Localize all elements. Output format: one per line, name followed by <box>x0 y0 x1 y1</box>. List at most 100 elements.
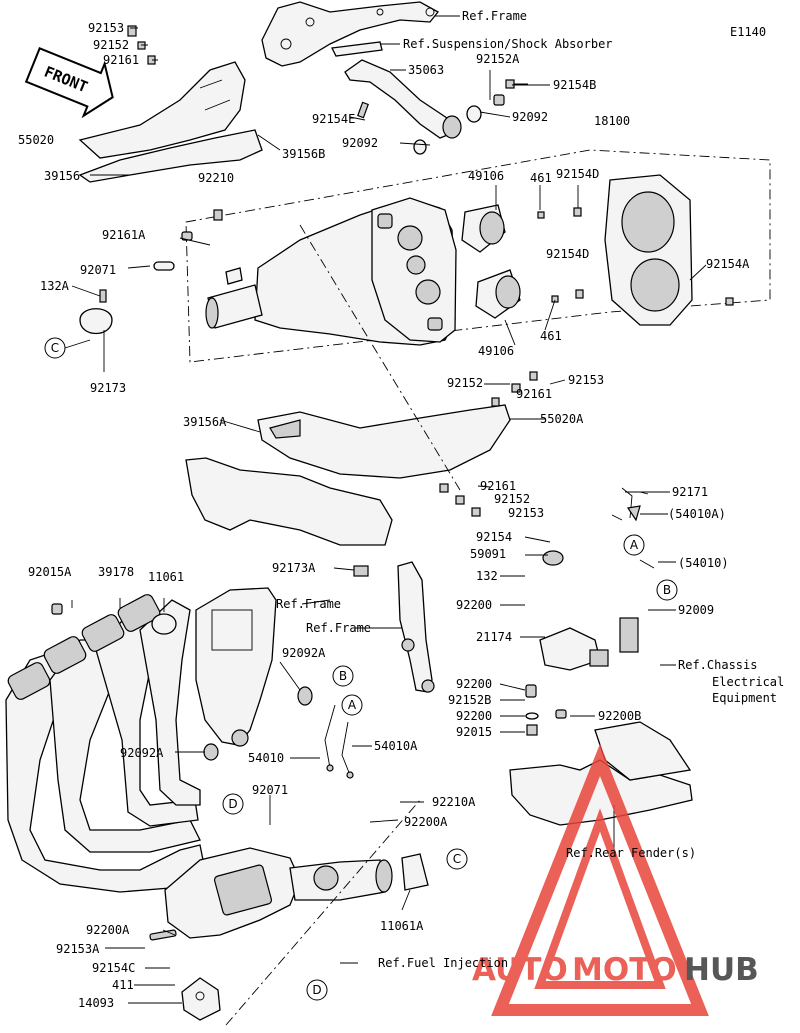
label-49106-a: 49106 <box>468 169 504 183</box>
label-92154D-a: 92154D <box>556 167 599 181</box>
watermark-logo: AUTO MOTO HUB <box>472 743 759 1016</box>
watermark-auto: AUTO <box>472 952 568 988</box>
label-92009: 92009 <box>678 603 714 617</box>
callout-C-lower: C <box>446 848 468 870</box>
label-92200-c: 92200 <box>456 709 492 723</box>
ref-chassis-2: Electrical <box>712 675 784 689</box>
label-92210: 92210 <box>198 171 234 185</box>
ref-rear-fender: Ref.Rear Fender(s) <box>566 846 696 860</box>
label-92015A: 92015A <box>28 565 72 579</box>
label-461-a: 461 <box>530 171 552 185</box>
watermark-hub: HUB <box>684 952 759 988</box>
ref-frame-mid-2: Ref.Frame <box>306 621 371 635</box>
rear-fender-bracket <box>509 617 693 826</box>
label-92152: 92152 <box>93 38 129 52</box>
label-92154D-b: 92154D <box>546 247 589 261</box>
heatshield-39156A <box>185 457 393 546</box>
label-92154B: 92154B <box>553 78 596 92</box>
screws-55020A <box>439 371 538 517</box>
label-132: 132 <box>476 569 498 583</box>
label-35063: 35063 <box>408 63 444 77</box>
label-92153: 92153 <box>88 21 124 35</box>
label-92200-b: 92200 <box>456 677 492 691</box>
svg-text:D: D <box>228 797 237 811</box>
label-39178: 39178 <box>98 565 134 579</box>
ref-fuel-injection: Ref.Fuel Injection <box>378 956 508 970</box>
muffler-18100 <box>185 149 771 363</box>
screws-top-left <box>127 25 156 65</box>
label-92092-a: 92092 <box>512 110 548 124</box>
bushing-92092 <box>413 105 482 155</box>
label-92152-b: 92152 <box>447 376 483 390</box>
label-92210A: 92210A <box>432 795 476 809</box>
label-54010A: 54010A <box>374 739 418 753</box>
label-92153-c: 92153 <box>508 506 544 520</box>
frame-bracket-top <box>261 1 439 67</box>
label-54010A-paren: (54010A) <box>668 507 726 521</box>
callout-C-left: C <box>44 337 91 359</box>
label-92092A-b: 92092A <box>120 746 164 760</box>
label-21174: 21174 <box>476 630 512 644</box>
exhaust-headers <box>5 594 206 893</box>
label-55020A: 55020A <box>540 412 584 426</box>
label-39156: 39156 <box>44 169 80 183</box>
label-18100: 18100 <box>594 114 630 128</box>
label-92071-a: 92071 <box>80 263 116 277</box>
label-92161: 92161 <box>103 53 139 67</box>
label-92154A: 92154A <box>706 257 750 271</box>
label-92200B: 92200B <box>598 709 641 723</box>
small-fasteners <box>79 207 734 334</box>
label-411: 411 <box>112 978 134 992</box>
gaskets-39178-11061 <box>51 603 177 635</box>
label-55020: 55020 <box>18 133 54 147</box>
label-92200A-b: 92200A <box>86 923 130 937</box>
bolt-92154B <box>493 79 528 106</box>
label-11061: 11061 <box>148 570 184 584</box>
cover-55020 <box>78 61 263 183</box>
ref-chassis-3: Equipment <box>712 691 777 705</box>
label-132A: 132A <box>40 279 70 293</box>
label-92092A: 92092A <box>282 646 326 660</box>
watermark-moto: MOTO <box>572 952 677 988</box>
ref-chassis-1: Ref.Chassis <box>678 658 757 672</box>
label-39156B: 39156B <box>282 147 325 161</box>
callout-D-mid: D <box>222 793 244 815</box>
frame-hanger-right <box>353 561 435 693</box>
label-92171: 92171 <box>672 485 708 499</box>
label-92015: 92015 <box>456 725 492 739</box>
label-54010: 54010 <box>248 751 284 765</box>
ref-suspension: Ref.Suspension/Shock Absorber <box>403 37 613 51</box>
callout-D-lower: D <box>306 979 328 1001</box>
label-92154E: 92154E <box>312 112 355 126</box>
label-92152-c: 92152 <box>494 492 530 506</box>
labels: E1140 Ref.Frame Ref.Suspension/Shock Abs… <box>18 9 784 1010</box>
label-92092-b: 92092 <box>342 136 378 150</box>
svg-text:B: B <box>339 669 347 683</box>
svg-text:C: C <box>51 341 59 355</box>
label-92154: 92154 <box>476 530 512 544</box>
svg-text:D: D <box>312 983 321 997</box>
svg-text:A: A <box>348 698 357 712</box>
svg-text:C: C <box>453 852 461 866</box>
label-92152B: 92152B <box>448 693 491 707</box>
label-92153-b: 92153 <box>568 373 604 387</box>
front-arrow: FRONT <box>24 47 114 119</box>
label-92154C: 92154C <box>92 961 135 975</box>
cover-55020A <box>257 404 511 479</box>
label-92152A: 92152A <box>476 52 520 66</box>
label-92173A: 92173A <box>272 561 316 575</box>
label-92161A: 92161A <box>102 228 146 242</box>
svg-text:B: B <box>663 583 671 597</box>
label-54010-paren: (54010) <box>678 556 729 570</box>
ref-frame-mid-1: Ref.Frame <box>276 597 341 611</box>
label-92173: 92173 <box>90 381 126 395</box>
suspension-link-35063 <box>331 41 456 139</box>
bracket-14093 <box>149 929 221 1021</box>
leader-lines <box>71 15 707 1026</box>
callout-B-top: B <box>656 579 678 601</box>
label-92071-b: 92071 <box>252 783 288 797</box>
diagram-code: E1140 <box>730 25 766 39</box>
label-11061A: 11061A <box>380 919 424 933</box>
label-92200A: 92200A <box>404 815 448 829</box>
